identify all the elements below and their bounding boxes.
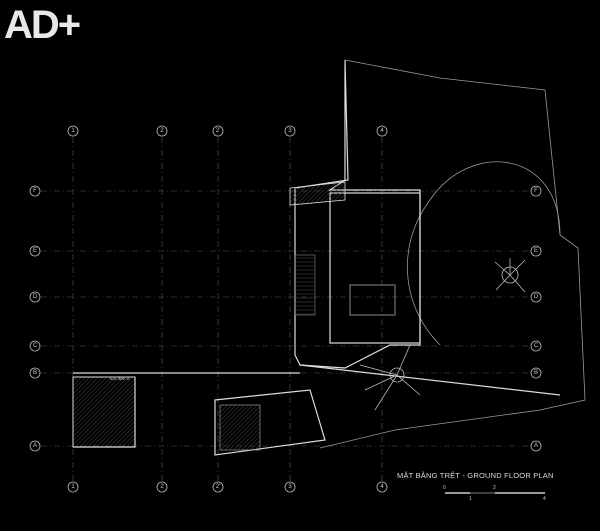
grid-bubble-col: 4 xyxy=(376,125,388,137)
svg-text:F: F xyxy=(33,188,37,194)
svg-text:C: C xyxy=(534,343,539,349)
stair xyxy=(294,254,316,316)
dining-table xyxy=(349,284,396,316)
svg-text:D: D xyxy=(33,294,38,300)
grid-bubble-col: 2' xyxy=(212,125,224,137)
grid-bubble-col: 1 xyxy=(67,125,79,137)
axis-note: trục định vị xyxy=(110,376,130,381)
site-boundary xyxy=(319,59,586,449)
grid-bubble-col: 4 xyxy=(376,481,388,493)
grid-bubble-row: E xyxy=(530,245,542,257)
svg-text:3: 3 xyxy=(288,484,292,490)
svg-text:B: B xyxy=(33,370,37,376)
svg-text:B: B xyxy=(534,370,538,376)
hatched-wall xyxy=(289,181,346,206)
drawing-title: MẶT BẰNG TRỆT - GROUND FLOOR PLAN xyxy=(397,471,554,480)
svg-text:E: E xyxy=(33,248,37,254)
svg-text:F: F xyxy=(534,188,538,194)
grid-bubble-row: B xyxy=(29,367,41,379)
svg-text:1: 1 xyxy=(71,484,75,490)
svg-text:3: 3 xyxy=(288,128,292,134)
scale-tick: 0 xyxy=(443,485,446,491)
scale-tick: 4 xyxy=(543,496,546,502)
grid-bubble-row: A xyxy=(530,440,542,452)
grid-bubble-row: B xyxy=(530,367,542,379)
grid-bubble-row: A xyxy=(29,440,41,452)
svg-text:2: 2 xyxy=(160,128,164,134)
south-block xyxy=(214,389,326,456)
svg-text:A: A xyxy=(33,443,37,449)
garage xyxy=(72,376,136,448)
grid-bubble-col: 2 xyxy=(156,125,168,137)
grid-bubble-row: D xyxy=(29,291,41,303)
grid-bubble-row: D xyxy=(530,291,542,303)
grid-bubble-col: 3 xyxy=(284,481,296,493)
grid-bubble-row: F xyxy=(530,185,542,197)
svg-text:A: A xyxy=(534,443,538,449)
grid-bubble-col: 1 xyxy=(67,481,79,493)
tree-icon xyxy=(359,258,526,411)
living-room xyxy=(329,192,421,344)
svg-text:E: E xyxy=(534,248,538,254)
svg-text:D: D xyxy=(534,294,539,300)
svg-text:2: 2 xyxy=(160,484,164,490)
garden-circle xyxy=(407,199,441,346)
grid-bubble-col: 2 xyxy=(156,481,168,493)
svg-text:C: C xyxy=(33,343,38,349)
svg-text:2': 2' xyxy=(216,484,220,490)
grid-bubble-col: 2' xyxy=(212,481,224,493)
grid-bubble-row: C xyxy=(530,340,542,352)
building-outline xyxy=(294,59,421,369)
scale-tick: 2 xyxy=(493,485,496,491)
grid-bubble-col: 3 xyxy=(284,125,296,137)
svg-text:4: 4 xyxy=(380,128,384,134)
logo: AD+ xyxy=(4,3,81,47)
svg-text:4: 4 xyxy=(380,484,384,490)
svg-text:2': 2' xyxy=(216,128,220,134)
svg-text:1: 1 xyxy=(71,128,75,134)
scale-tick: 1 xyxy=(469,496,472,502)
grid-bubble-row: F xyxy=(29,185,41,197)
grid-bubble-row: C xyxy=(29,340,41,352)
grid-bubble-row: E xyxy=(29,245,41,257)
